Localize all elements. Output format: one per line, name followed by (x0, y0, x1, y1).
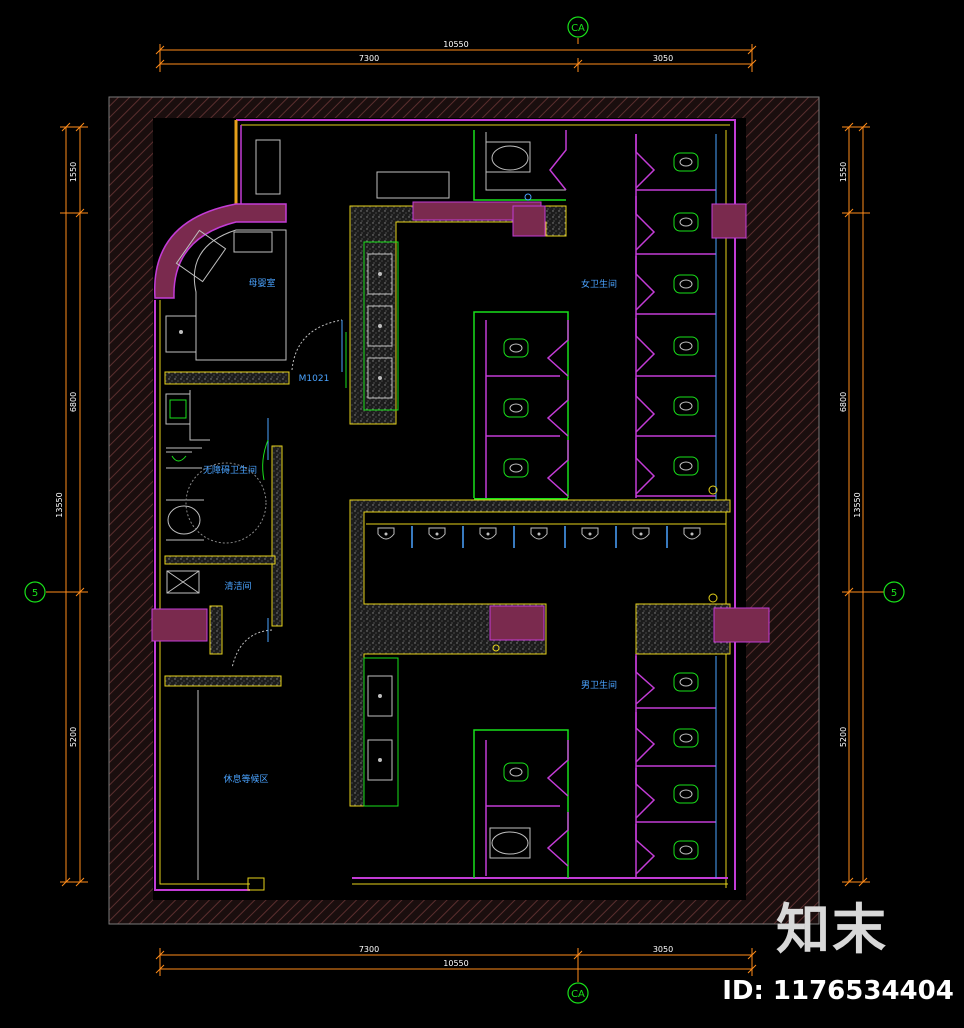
watermark-brand: 知末 (776, 898, 888, 961)
sink-tap-1 (378, 272, 382, 276)
top-dimension-chain (155, 38, 757, 72)
partition-walls-left (151, 371, 290, 687)
central-corridor-walls (349, 485, 770, 807)
urinal-drain-2 (435, 532, 439, 536)
male-right-toilet-4 (673, 840, 699, 860)
urinal-drain-7 (690, 532, 694, 536)
left-seg1-dimension: 1550 (69, 162, 78, 182)
female-stall-block (473, 311, 569, 500)
female-right-toilet-5 (673, 396, 699, 416)
male-right-toilet-1 (673, 672, 699, 692)
female-center-toilet-3 (503, 458, 529, 478)
top-left-dimension: 7300 (359, 54, 379, 63)
urinal-6 (632, 527, 650, 540)
bottom-dimension-chain (155, 948, 757, 982)
cleaning-room-fixtures (166, 570, 273, 669)
female-right-toilet-2 (673, 212, 699, 232)
female-center-toilet-2 (503, 398, 529, 418)
sink-tap-4 (378, 694, 382, 698)
urinal-drain-3 (486, 532, 490, 536)
urinal-4 (530, 527, 548, 540)
left-seg2-dimension: 6800 (69, 392, 78, 412)
watermark-id: ID: 1176534404 (722, 976, 954, 1006)
accessible-wc-fixtures (165, 390, 269, 544)
sink-tap-2 (378, 324, 382, 328)
left-axis-label: 5 (32, 588, 38, 599)
urinal-drain-4 (537, 532, 541, 536)
male-center-toilet-1 (503, 762, 529, 782)
bottom-left-dimension: 7300 (359, 945, 379, 954)
right-seg3-dimension: 5200 (839, 727, 848, 747)
urinal-7 (683, 527, 701, 540)
room-label-cleaning: 清洁间 (224, 580, 251, 592)
room-label-accessible-wc: 无障碍卫生间 (203, 464, 257, 476)
right-axis-label: 5 (891, 588, 897, 599)
top-axis-label: CA (571, 23, 585, 34)
room-label-rest-waiting: 休息等候区 (223, 773, 268, 785)
room-label-mother-baby: 母婴室 (248, 277, 275, 289)
female-top-stall (473, 130, 567, 201)
right-total-dimension: 13550 (853, 492, 862, 517)
right-axis-bubble (883, 581, 905, 603)
bottom-total-dimension: 10550 (443, 959, 468, 968)
female-right-toilet-4 (673, 336, 699, 356)
bottom-right-dimension: 3050 (653, 945, 673, 954)
female-center-toilet-1 (503, 338, 529, 358)
mother-baby-sink (165, 315, 197, 353)
male-right-stalls (635, 654, 717, 878)
urinal-5 (581, 527, 599, 540)
male-sink-counter (363, 657, 399, 807)
left-total-dimension: 13550 (55, 492, 64, 517)
perimeter-walls (154, 119, 736, 891)
left-dimension-chain (60, 122, 88, 887)
rest-area-walls (197, 690, 265, 891)
bottom-axis-label: CA (571, 989, 585, 1000)
sink-tap-3 (378, 376, 382, 380)
bottom-axis-bubble (567, 982, 589, 1004)
sink-tap-5 (378, 758, 382, 762)
urinal-drain-1 (384, 532, 388, 536)
room-label-male-wc: 男卫生间 (581, 679, 617, 691)
left-seg3-dimension: 5200 (69, 727, 78, 747)
urinal-drain-5 (588, 532, 592, 536)
urinal-drain-6 (639, 532, 643, 536)
right-seg1-dimension: 1550 (839, 162, 848, 182)
male-right-toilet-3 (673, 784, 699, 804)
door-tag-m1021: M1021 (299, 374, 330, 384)
female-right-toilet-3 (673, 274, 699, 294)
mother-baby-counter (154, 139, 450, 361)
male-center-stalls (473, 729, 569, 878)
urinal-3 (479, 527, 497, 540)
room-label-female-wc: 女卫生间 (581, 278, 617, 290)
female-sink-counter (349, 201, 567, 425)
top-right-dimension: 3050 (653, 54, 673, 63)
left-axis-bubble (24, 581, 46, 603)
urinal-1 (377, 527, 395, 540)
female-right-stalls (635, 134, 747, 500)
female-right-toilet-6 (673, 456, 699, 476)
urinal-2 (428, 527, 446, 540)
female-right-toilet-1 (673, 152, 699, 172)
top-axis-bubble (567, 16, 589, 38)
urinal-dividers (411, 526, 668, 548)
top-total-dimension: 10550 (443, 40, 468, 49)
door-m1021 (291, 319, 347, 388)
right-seg2-dimension: 6800 (839, 392, 848, 412)
male-right-toilet-2 (673, 728, 699, 748)
outer-wall-hatch (108, 96, 820, 925)
